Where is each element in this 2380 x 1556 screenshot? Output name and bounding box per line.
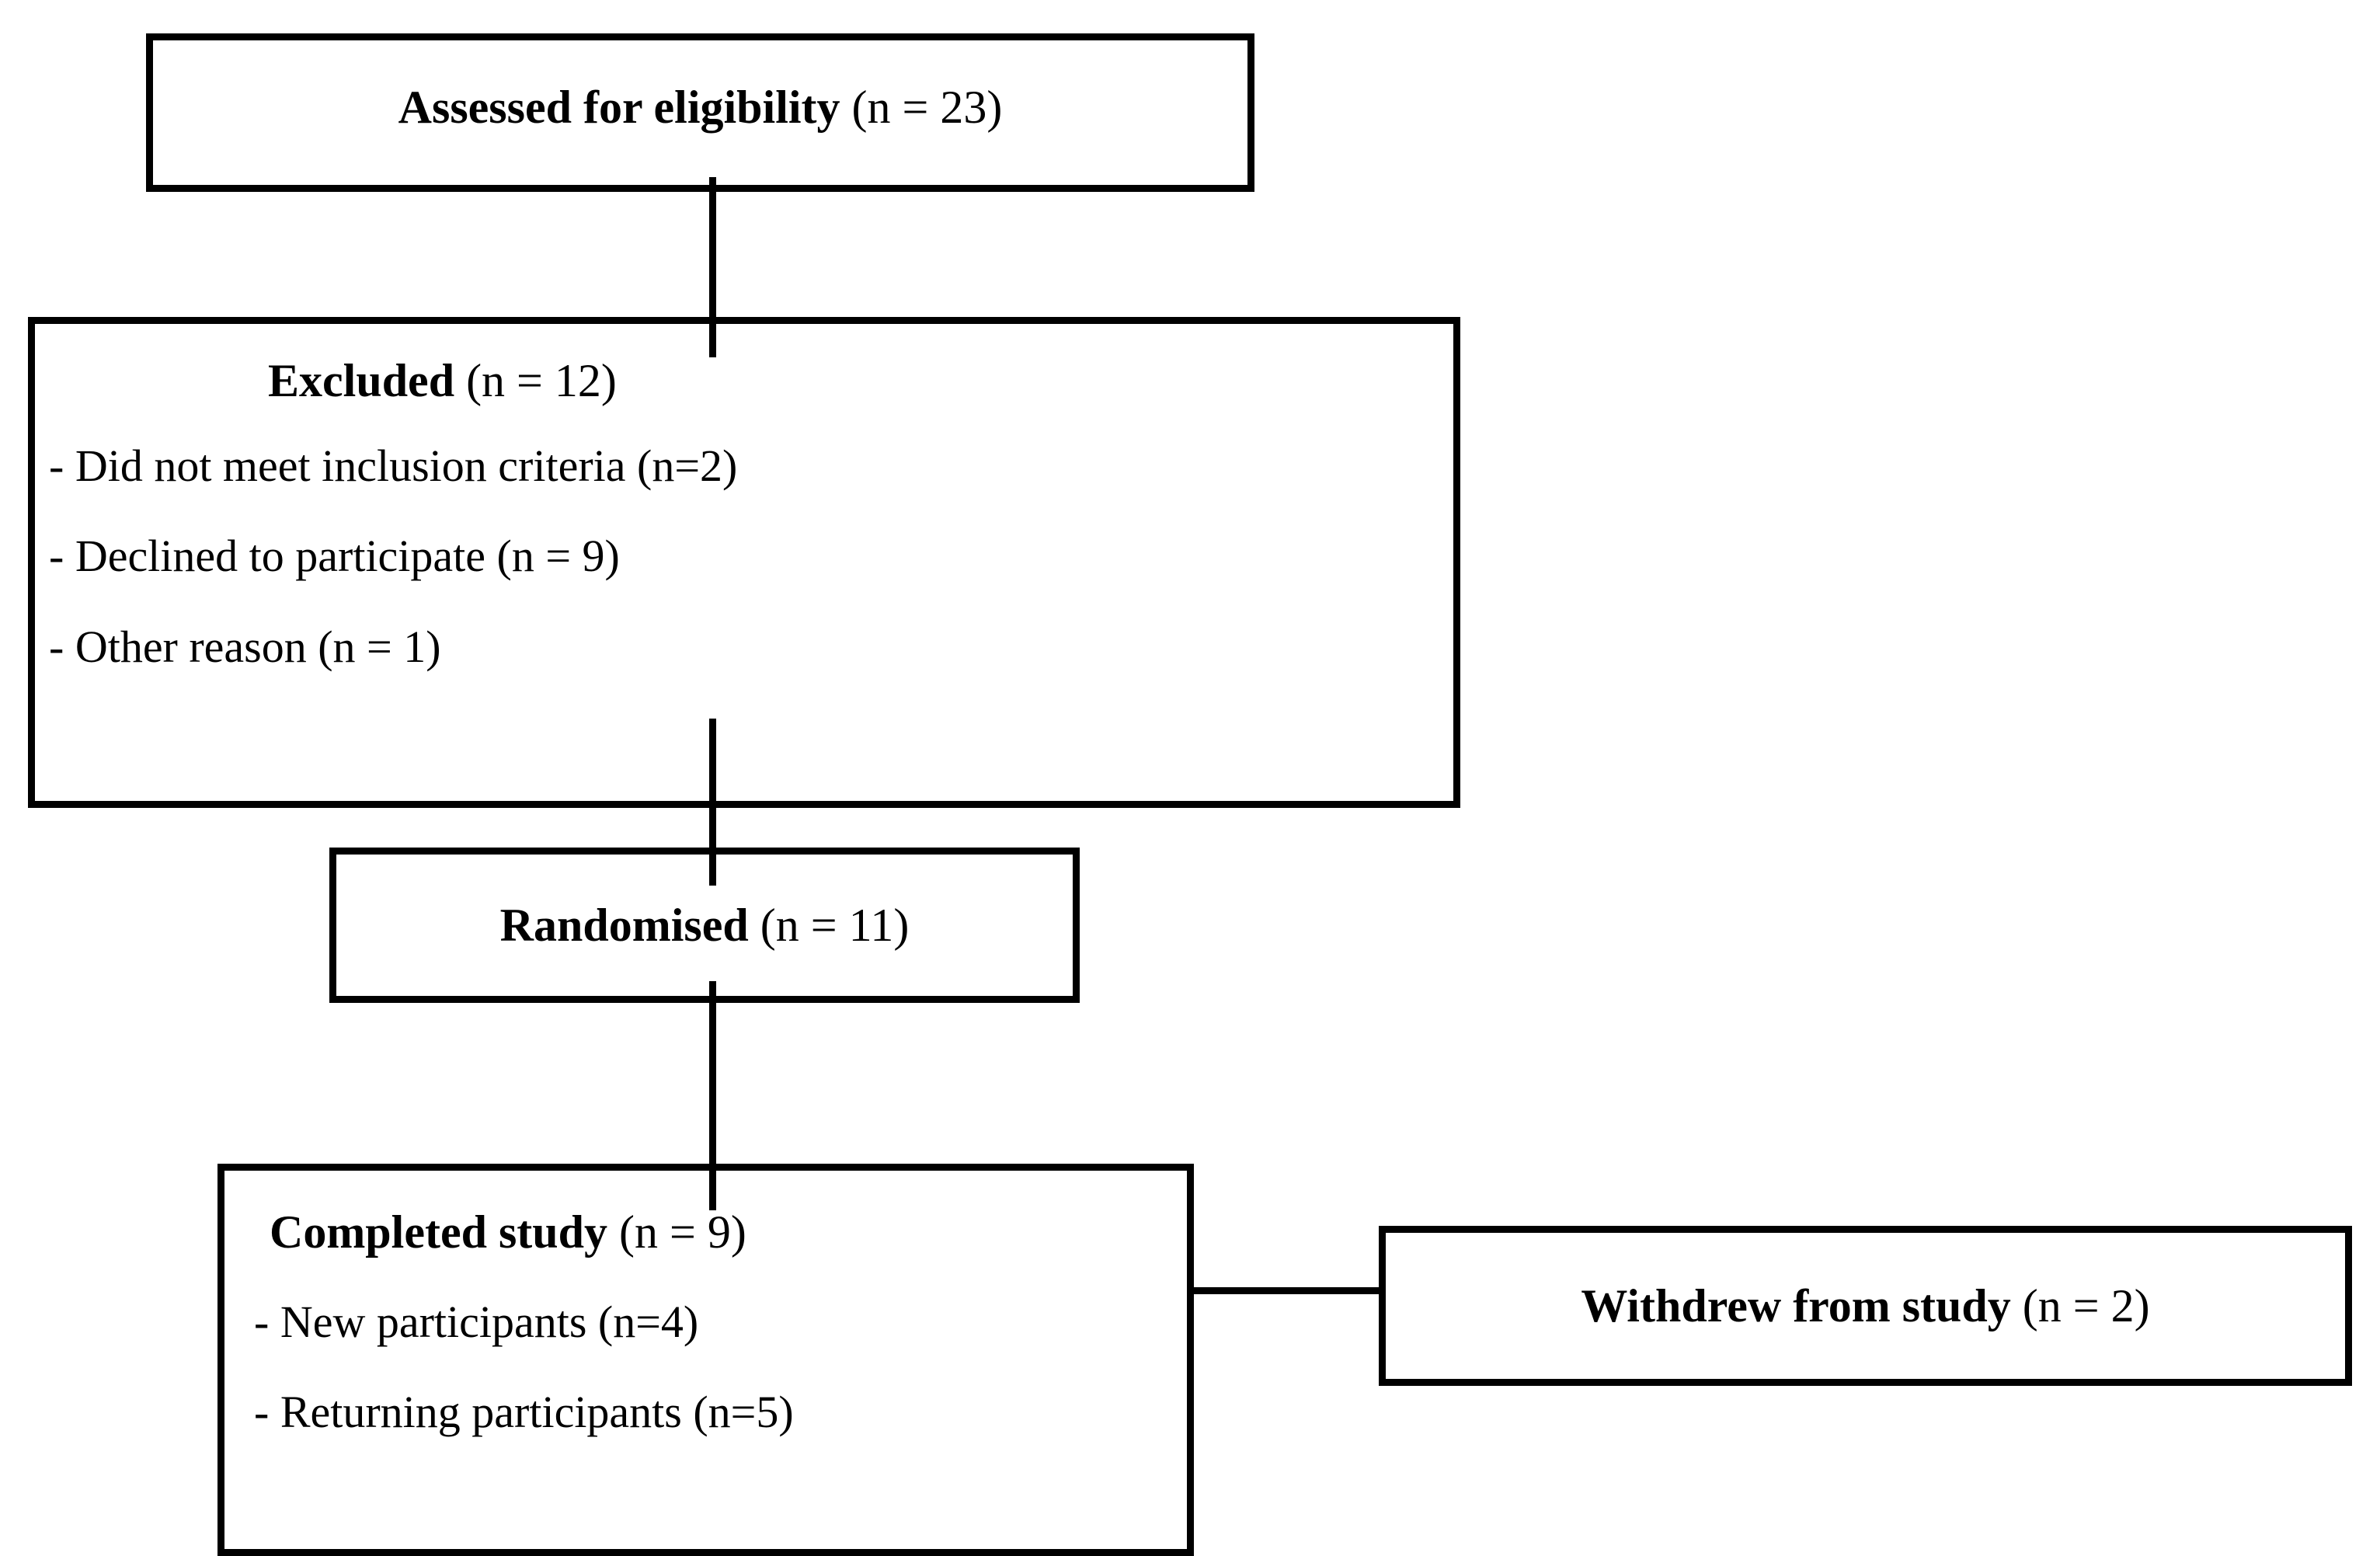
node-assessed-count: (n = 23) (840, 81, 1003, 133)
node-randomised-count: (n = 11) (748, 899, 910, 951)
list-item: - New participants (n=4) (254, 1296, 699, 1347)
node-randomised: Randomised (n = 11) (329, 848, 1080, 1003)
node-completed-content: Completed study (n = 9) - New participan… (224, 1171, 1187, 1556)
list-item: - Declined to participate (n = 9) (49, 531, 620, 582)
node-excluded-label: Excluded (268, 355, 455, 406)
list-item: - Did not meet inclusion criteria (n=2) (49, 440, 738, 491)
node-completed-label: Completed study (270, 1206, 608, 1258)
connector-excluded-to-randomised (709, 719, 716, 886)
node-completed-title: Completed study (n = 9) (270, 1205, 1187, 1260)
list-item: - Other reason (n = 1) (49, 621, 441, 672)
node-randomised-label: Randomised (499, 899, 749, 951)
connector-randomised-to-completed (709, 981, 716, 1210)
node-randomised-content: Randomised (n = 11) (336, 855, 1073, 996)
list-item: - Returning participants (n=5) (254, 1387, 794, 1438)
node-withdrew-label: Withdrew from study (1581, 1279, 2011, 1331)
node-withdrew-content: Withdrew from study (n = 2) (1386, 1233, 2345, 1379)
connector-assessed-to-excluded (709, 177, 716, 357)
node-excluded-content: Excluded (n = 12) - Did not meet inclusi… (35, 324, 1453, 830)
node-assessed-content: Assessed for eligibility (n = 23) (153, 40, 1247, 185)
node-excluded: Excluded (n = 12) - Did not meet inclusi… (28, 317, 1460, 808)
node-withdrew-title: Withdrew from study (n = 2) (1386, 1279, 2345, 1334)
node-completed-count: (n = 9) (607, 1206, 746, 1258)
node-withdrew-from-study: Withdrew from study (n = 2) (1379, 1226, 2352, 1386)
node-assessed-label: Assessed for eligibility (398, 81, 840, 133)
node-assessed-title: Assessed for eligibility (n = 23) (153, 80, 1247, 146)
node-completed-study: Completed study (n = 9) - New participan… (217, 1164, 1194, 1556)
node-randomised-title: Randomised (n = 11) (336, 898, 1073, 953)
node-completed-breakdown-list: - New participants (n=4) - Returning par… (224, 1296, 1187, 1477)
node-excluded-title: Excluded (n = 12) (268, 353, 1453, 409)
node-withdrew-count: (n = 2) (2010, 1279, 2150, 1331)
node-excluded-reason-list: - Did not meet inclusion criteria (n=2) … (35, 440, 1453, 711)
connector-completed-to-withdrew (1188, 1287, 1383, 1294)
node-assessed-for-eligibility: Assessed for eligibility (n = 23) (146, 33, 1254, 192)
node-excluded-count: (n = 12) (454, 355, 617, 406)
